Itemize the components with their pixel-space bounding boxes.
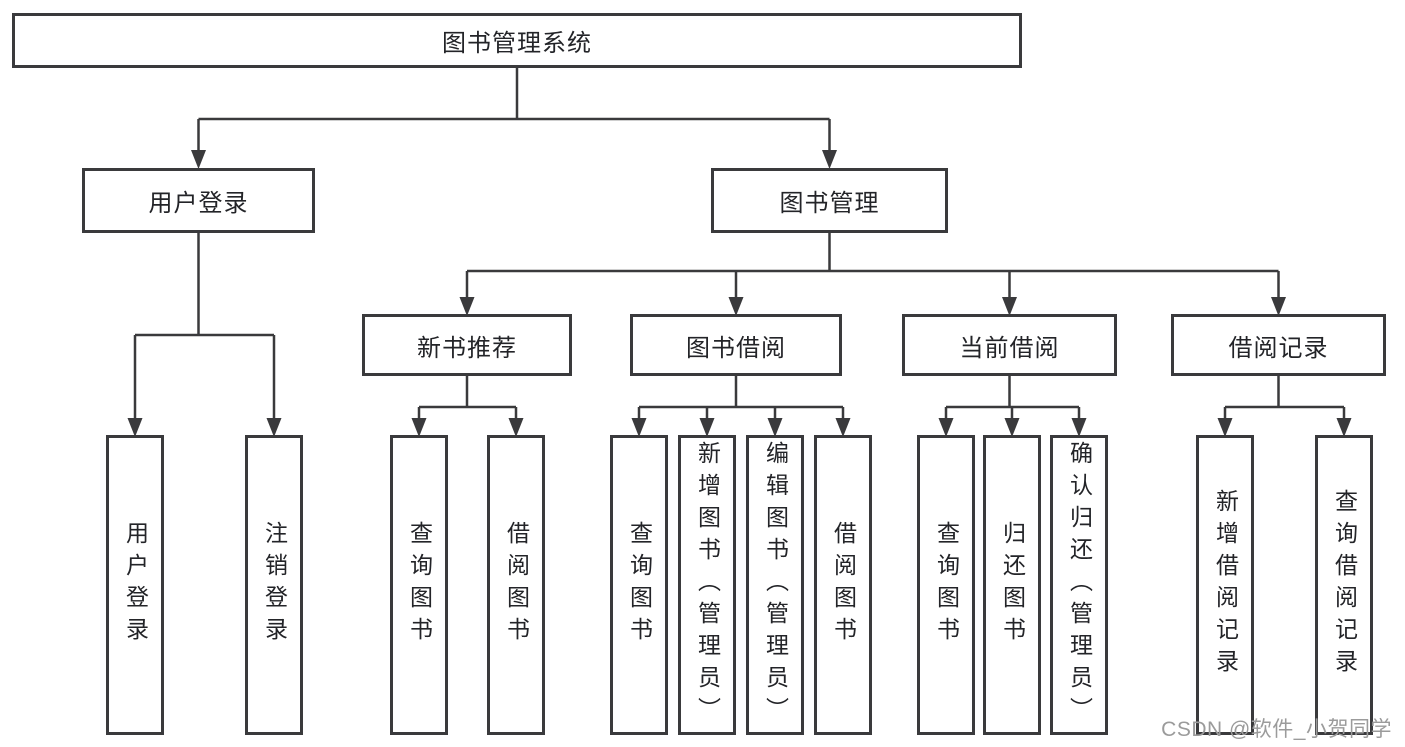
leaf-add-borrow-record: 新增借阅记录: [1196, 435, 1254, 735]
leaf-return-books: 归还图书: [983, 435, 1041, 735]
leaf-logout: 注销登录: [245, 435, 303, 735]
leaf-user-login: 用户登录: [106, 435, 164, 735]
leaf-query-books-recommend-label: 查询图书: [406, 521, 433, 649]
leaf-borrow-books-borrow: 借阅图书: [814, 435, 872, 735]
watermark: CSDN @软件_小贺同学: [1161, 718, 1392, 741]
node-book-borrow: 图书借阅: [630, 314, 842, 376]
connector-newbook-to-leaves: [417, 376, 518, 420]
connector-root-to-level2: [197, 68, 831, 152]
leaf-borrow-books-recommend-label: 借阅图书: [503, 521, 530, 649]
leaf-confirm-return-admin-label: 确认归还（管理员）: [1066, 441, 1093, 729]
leaf-query-borrow-record-label: 查询借阅记录: [1331, 489, 1358, 681]
connector-login-to-leaves: [133, 233, 276, 420]
arrow-to-book-management: [822, 150, 837, 169]
leaf-query-books-current: 查询图书: [917, 435, 975, 735]
leaf-query-books-recommend: 查询图书: [390, 435, 448, 735]
leaf-add-borrow-record-label: 新增借阅记录: [1212, 489, 1239, 681]
leaf-query-books-borrow-label: 查询图书: [626, 521, 653, 649]
leaf-logout-label: 注销登录: [261, 521, 288, 649]
leaf-query-books-current-label: 查询图书: [933, 521, 960, 649]
node-book-borrow-label: 图书借阅: [686, 334, 786, 362]
node-book-management: 图书管理: [711, 168, 948, 233]
connector-mgmt-to-level3: [465, 233, 1280, 299]
node-current-borrow: 当前借阅: [902, 314, 1117, 376]
node-new-book-recommend-label: 新书推荐: [417, 334, 517, 362]
leaf-query-borrow-record: 查询借阅记录: [1315, 435, 1373, 735]
node-root-system: 图书管理系统: [12, 13, 1022, 68]
node-borrow-records-label: 借阅记录: [1228, 334, 1329, 362]
node-current-borrow-label: 当前借阅: [959, 334, 1060, 362]
leaf-borrow-books-borrow-label: 借阅图书: [830, 521, 857, 649]
connector-current-to-leaves: [944, 376, 1081, 420]
leaf-edit-book-admin: 编辑图书（管理员）: [746, 435, 804, 735]
leaf-add-book-admin-label: 新增图书（管理员）: [694, 441, 721, 729]
arrow-to-user-login: [191, 150, 206, 169]
leaf-borrow-books-recommend: 借阅图书: [487, 435, 545, 735]
leaf-add-book-admin: 新增图书（管理员）: [678, 435, 736, 735]
node-user-login-label: 用户登录: [148, 190, 249, 217]
node-new-book-recommend: 新书推荐: [362, 314, 572, 376]
leaf-query-books-borrow: 查询图书: [610, 435, 668, 735]
node-book-management-label: 图书管理: [779, 190, 880, 217]
leaf-edit-book-admin-label: 编辑图书（管理员）: [762, 441, 789, 729]
node-root-label: 图书管理系统: [442, 30, 592, 57]
node-borrow-records: 借阅记录: [1171, 314, 1386, 376]
connector-borrow-to-leaves: [637, 376, 845, 420]
leaf-return-books-label: 归还图书: [999, 521, 1026, 649]
leaf-user-login-label: 用户登录: [122, 521, 149, 649]
leaf-confirm-return-admin: 确认归还（管理员）: [1050, 435, 1108, 735]
node-user-login: 用户登录: [82, 168, 315, 233]
connector-records-to-leaves: [1223, 376, 1346, 420]
